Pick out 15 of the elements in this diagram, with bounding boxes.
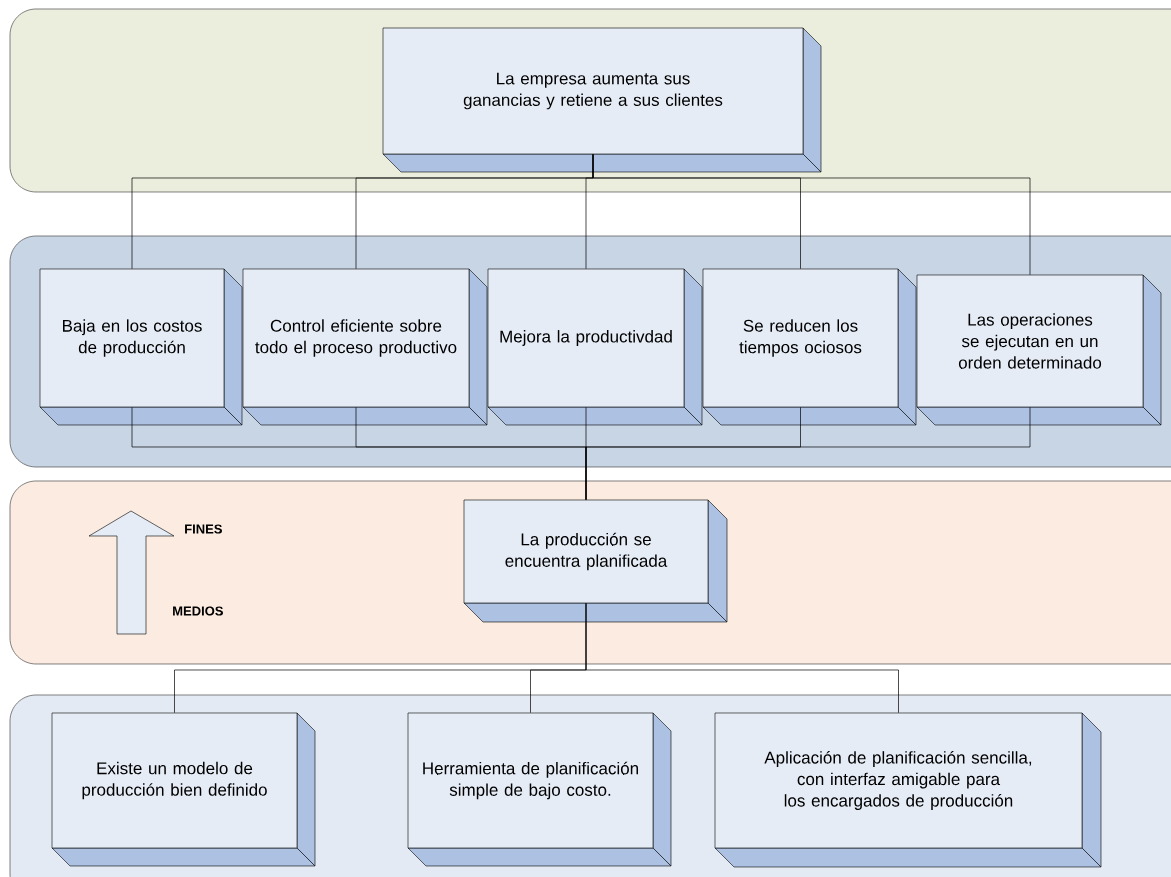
process-box: Se reducen los tiempos ociosos xyxy=(702,268,917,426)
connector-line xyxy=(585,602,899,714)
process-box: Las operaciones se ejecutan en un orden determinado xyxy=(916,274,1162,426)
process-box: Existe un modelo de producción bien definido xyxy=(51,712,316,867)
process-box: La empresa aumenta sus ganancias y retiene a sus clientes xyxy=(382,27,822,173)
process-box: Baja en los costos de producción xyxy=(39,268,243,426)
process-box: Control eficiente sobre todo el proceso productivo xyxy=(242,268,488,426)
direction-label: FINES xyxy=(185,524,222,534)
connector-line xyxy=(592,153,1031,276)
process-box: Herramienta de planificación simple de bajo costo. xyxy=(407,712,672,867)
process-box: Mejora la productivdad xyxy=(487,268,703,426)
process-box: Aplicación de planificación sencilla, con interfaz amigable para los encargados de producción xyxy=(714,712,1102,868)
process-box: La producción se encuentra planificada xyxy=(463,499,728,623)
connector-line xyxy=(585,406,1031,501)
direction-label: MEDIOS xyxy=(173,606,223,616)
